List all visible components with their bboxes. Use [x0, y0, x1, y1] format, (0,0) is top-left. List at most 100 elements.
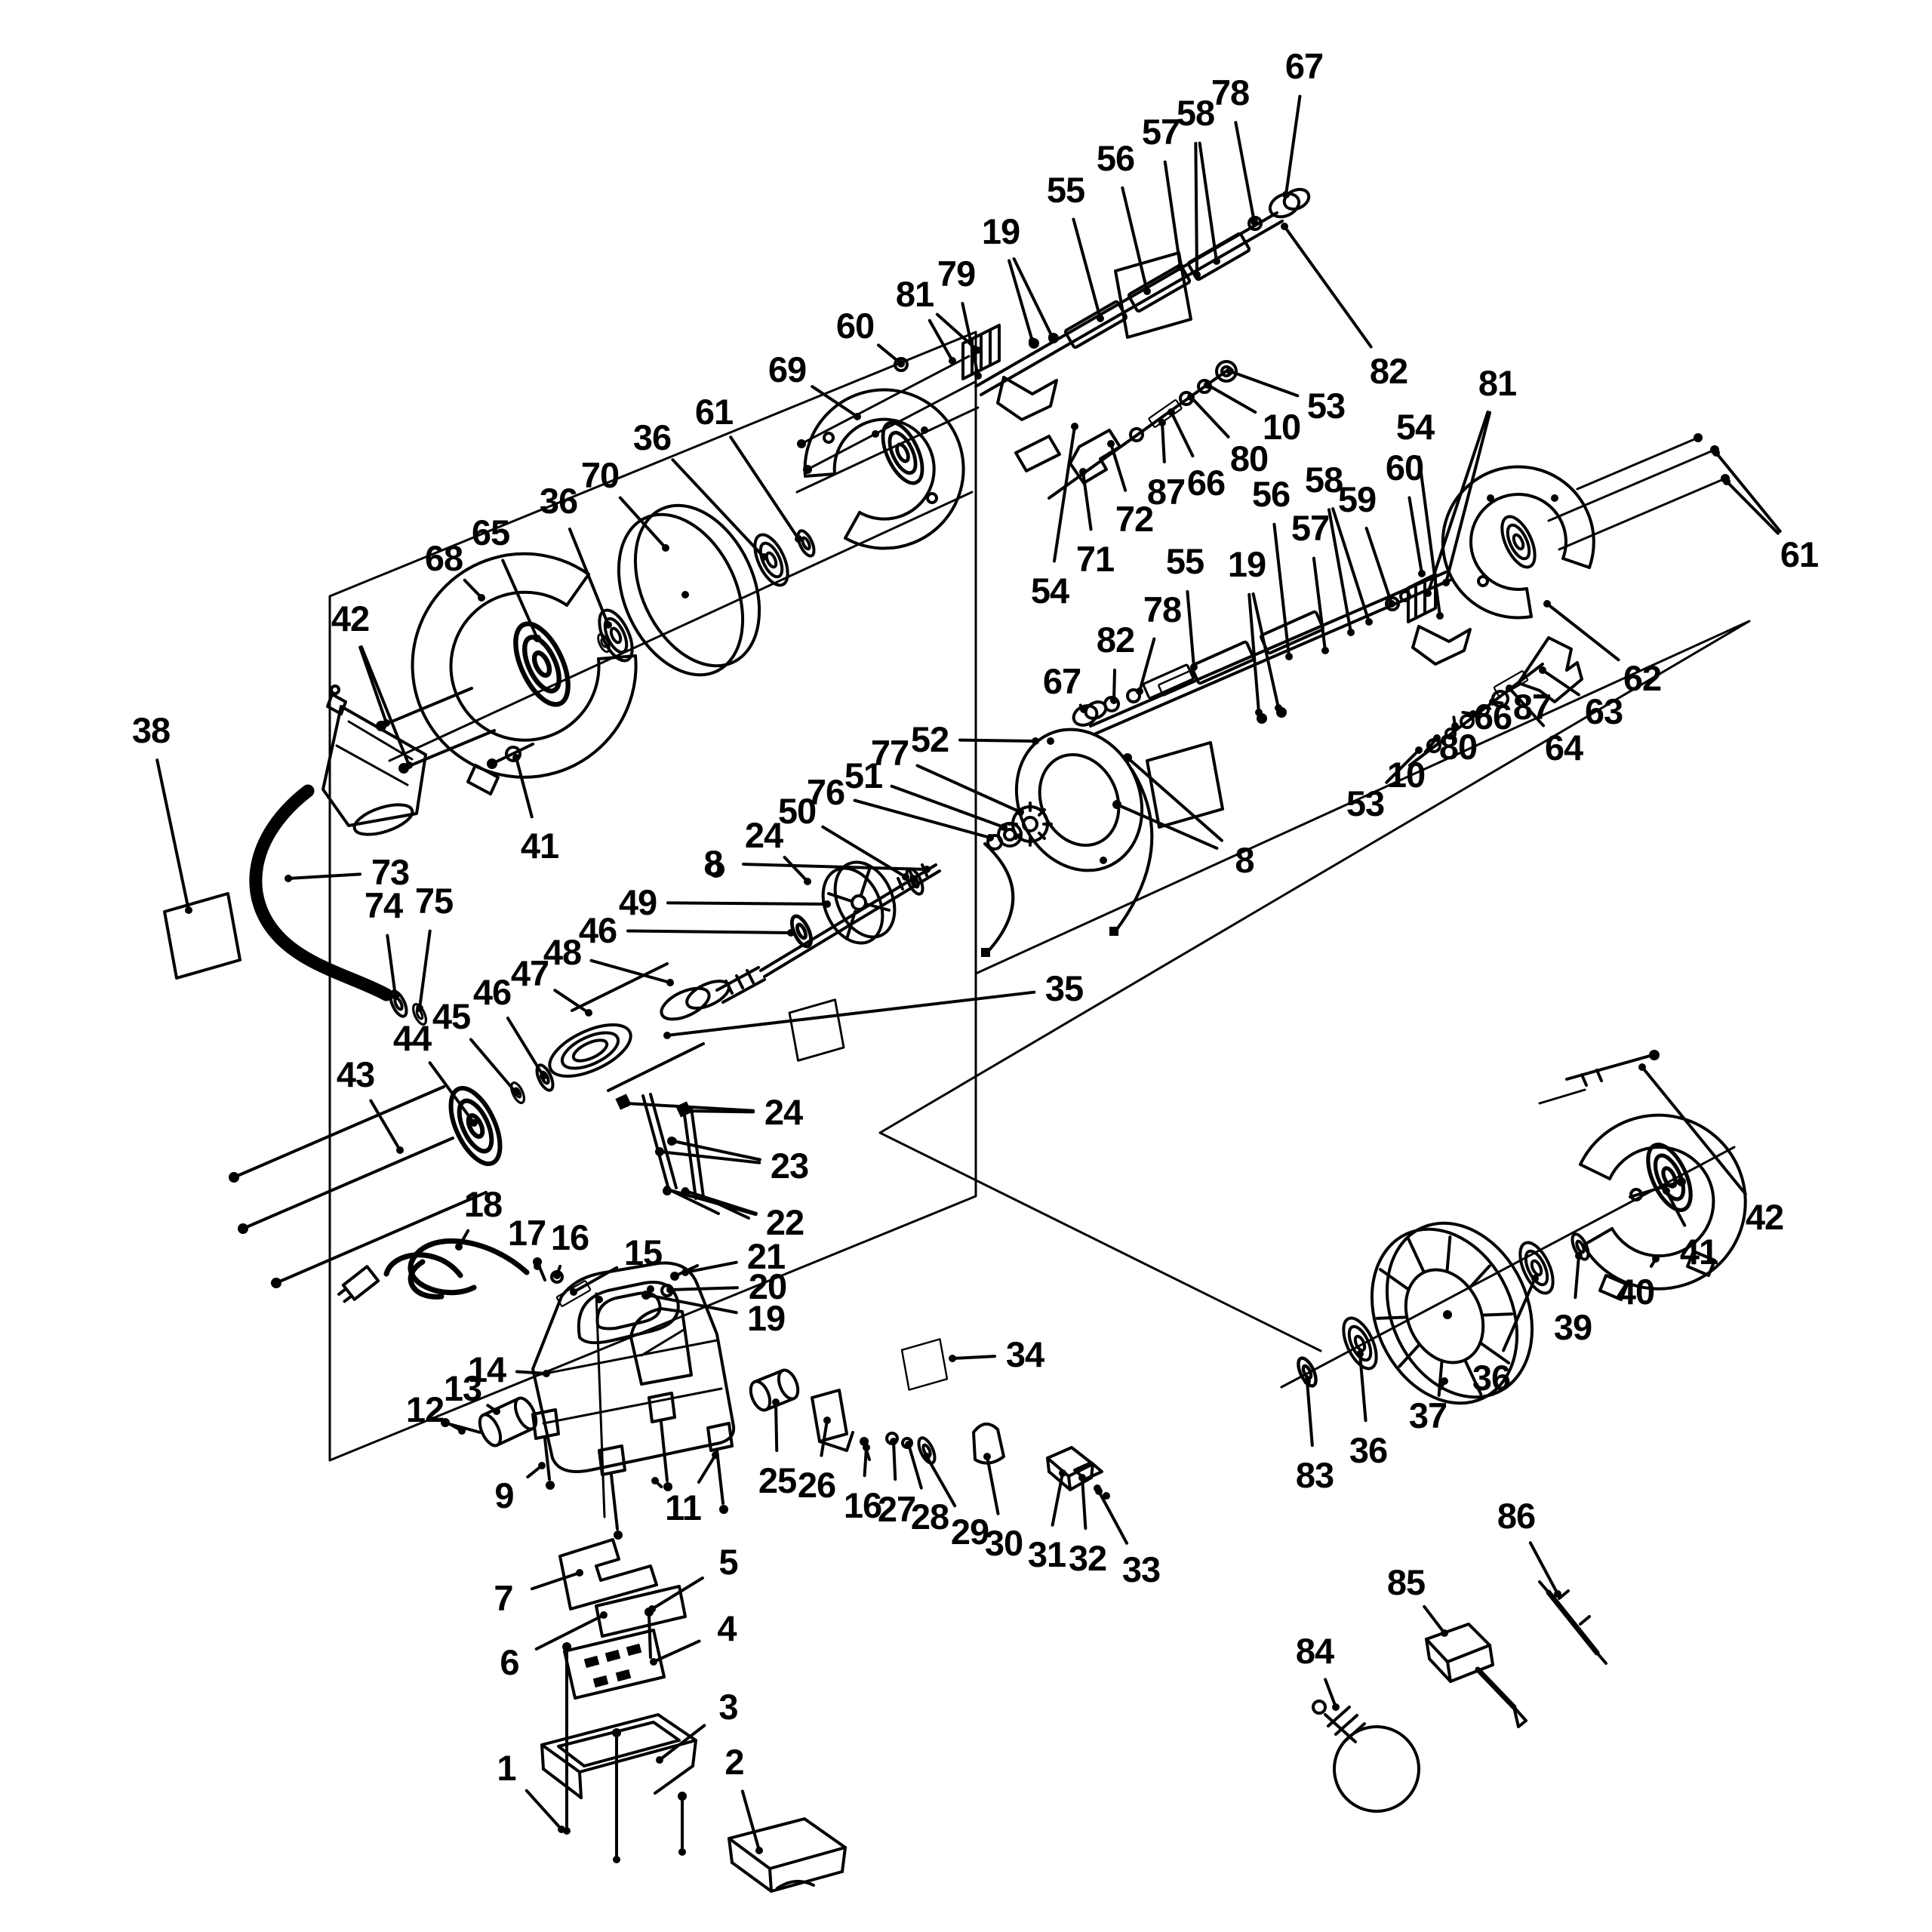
- part-label-42: 42: [331, 598, 369, 638]
- leader-line-34: [951, 1355, 997, 1360]
- guard-screw-41-left: [487, 743, 534, 769]
- part-label-78: 78: [1143, 589, 1181, 629]
- leader-end-dot: [458, 1427, 466, 1435]
- leader-line-58: [1194, 141, 1198, 276]
- leader-line-80: [1189, 395, 1230, 438]
- capacitor-25: [749, 1368, 800, 1412]
- leader-line-59: [1364, 526, 1393, 605]
- eye-shield-35: [788, 998, 845, 1062]
- leader-line-36: [568, 528, 610, 626]
- leader-end-dot: [1213, 257, 1220, 265]
- leader-end-dot: [1113, 801, 1121, 808]
- leader-end-dot: [1418, 570, 1426, 577]
- leader-end-dot: [1190, 663, 1198, 671]
- leader-line-6: [534, 1614, 605, 1651]
- guard-through-bolts-61-left: [795, 355, 980, 494]
- leader-end-dot: [285, 875, 292, 882]
- leader-end-dot: [1442, 579, 1450, 586]
- part-label-48: 48: [543, 932, 581, 972]
- part-label-3: 3: [718, 1687, 737, 1727]
- leader-line-19: [646, 1294, 738, 1315]
- switch-boot-30: [972, 1423, 1005, 1465]
- leader-line-82: [1283, 225, 1373, 349]
- toolrest-knob-67-top: [1268, 187, 1311, 219]
- leader-end-dot: [405, 761, 413, 769]
- leader-end-dot: [1071, 423, 1078, 430]
- part-label-74: 74: [365, 885, 403, 925]
- part-label-60: 60: [1386, 448, 1423, 488]
- leader-line-54: [1417, 455, 1441, 617]
- part-label-41: 41: [1680, 1232, 1718, 1272]
- part-label-66: 66: [1187, 463, 1225, 503]
- leader-end-dot: [1321, 647, 1329, 654]
- leader-line-65: [501, 558, 539, 640]
- leader-end-dot: [651, 1477, 659, 1484]
- leader-line-61: [1715, 451, 1782, 533]
- leader-line-70: [618, 496, 667, 549]
- leader-end-dot: [905, 1441, 912, 1448]
- left-wheel-axis: [388, 491, 974, 762]
- leader-line-7: [530, 1571, 581, 1591]
- leader-end-dot: [1275, 704, 1282, 712]
- part-label-47: 47: [511, 953, 549, 993]
- spring-washer-60-left: [894, 357, 909, 372]
- leader-end-dot: [663, 1032, 671, 1039]
- leader-line-76: [853, 798, 992, 839]
- leader-line-19: [1251, 592, 1280, 709]
- leader-line-81: [935, 312, 979, 352]
- leader-end-dot: [949, 1355, 956, 1362]
- leader-end-dot: [392, 992, 399, 1000]
- leader-end-dot: [1107, 440, 1115, 448]
- leader-end-dot: [1723, 478, 1730, 485]
- leader-line-38: [155, 758, 190, 912]
- leader-end-dot: [669, 1137, 677, 1145]
- part-label-31: 31: [1028, 1534, 1066, 1574]
- leader-end-dot: [1652, 1255, 1660, 1263]
- leader-end-dot: [863, 1444, 870, 1451]
- part-label-67: 67: [1043, 661, 1081, 701]
- circuit-board-4: [563, 1629, 666, 1700]
- part-label-54: 54: [1396, 407, 1435, 447]
- part-label-16: 16: [551, 1217, 589, 1257]
- circlip-8: [708, 861, 724, 878]
- leader-end-dot: [656, 1756, 663, 1764]
- part-label-33: 33: [1122, 1549, 1160, 1589]
- leader-line-24: [783, 855, 809, 883]
- light-bulb-84: [1312, 1700, 1420, 1813]
- stator-field-ring-52: [1014, 728, 1144, 872]
- leader-end-dot: [772, 1398, 780, 1406]
- part-label-70: 70: [581, 455, 619, 495]
- leader-line-81: [1426, 410, 1490, 595]
- part-label-57: 57: [1291, 508, 1329, 548]
- part-label-28: 28: [911, 1497, 949, 1537]
- leader-line-43: [369, 1099, 401, 1152]
- part-label-24: 24: [745, 815, 783, 855]
- leader-line-66: [1170, 411, 1195, 458]
- part-label-81: 81: [1478, 363, 1516, 403]
- leader-end-dot: [897, 360, 905, 368]
- part-label-24: 24: [764, 1092, 803, 1132]
- leader-line-84: [1324, 1678, 1337, 1709]
- part-label-80: 80: [1230, 438, 1268, 478]
- leader-end-dot: [662, 544, 669, 552]
- part-label-14: 14: [468, 1349, 506, 1389]
- part-label-51: 51: [844, 755, 882, 795]
- leader-line-49: [666, 901, 829, 906]
- leader-line-77: [915, 764, 1022, 814]
- right-cover-hub: [1494, 510, 1543, 574]
- switch-plate-7: [558, 1538, 658, 1611]
- leader-line-47: [553, 989, 590, 1014]
- right-wheel-cover-62: [1441, 465, 1595, 620]
- leader-line-27: [892, 1440, 897, 1481]
- leader-line-16: [863, 1446, 868, 1478]
- toolrest-clamp-rod-left: [1048, 360, 1238, 500]
- leader-end-dot: [1017, 808, 1024, 816]
- part-label-56: 56: [1252, 474, 1290, 514]
- leader-end-dot: [1281, 223, 1288, 230]
- part-label-27: 27: [878, 1489, 915, 1529]
- leader-line-72: [1109, 442, 1128, 492]
- part-label-34: 34: [1006, 1334, 1044, 1374]
- part-label-69: 69: [768, 349, 806, 389]
- leader-line-57: [1163, 160, 1182, 269]
- leader-end-dot: [795, 535, 802, 543]
